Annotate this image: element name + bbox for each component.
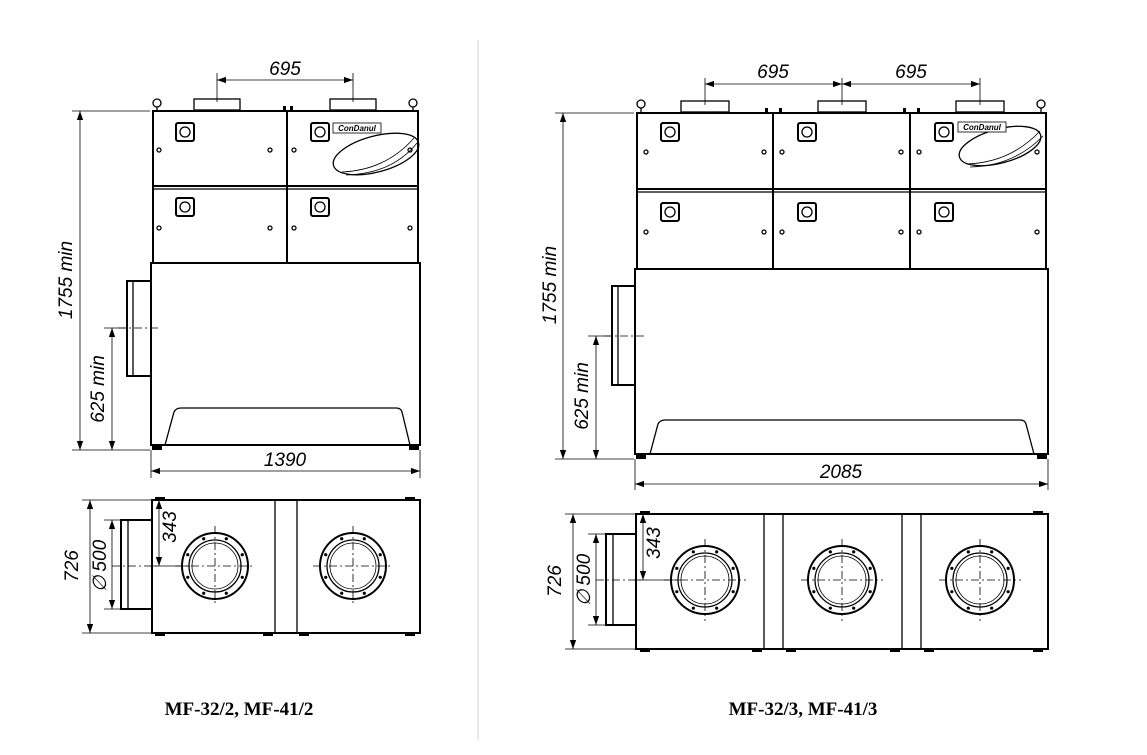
bolt-hole xyxy=(691,550,695,554)
bolt-hole xyxy=(990,550,994,554)
bolt-hole xyxy=(675,566,679,570)
brand-logo: ConDanul xyxy=(332,122,420,176)
bolt-hole xyxy=(828,606,832,610)
brand-logo-text: ConDanul xyxy=(963,123,1002,132)
bolt-hole xyxy=(202,591,206,595)
bolt-hole xyxy=(362,537,366,541)
bolt-hole xyxy=(966,606,970,610)
right-dim-diameter: ∅500 xyxy=(574,553,595,606)
bolt-hole xyxy=(852,606,856,610)
bolt-hole xyxy=(691,606,695,610)
right-dim-width: 2085 xyxy=(819,462,863,483)
brand-logo-text: ConDanul xyxy=(338,124,377,133)
right-dim-depth: 726 xyxy=(545,565,566,597)
bolt-hole xyxy=(990,606,994,610)
right-dim-top-1: 695 xyxy=(757,62,789,83)
bolt-hole xyxy=(378,575,382,579)
bolt-hole xyxy=(868,590,872,594)
left-caption: MF-32/2, MF-41/2 xyxy=(165,699,314,720)
right-top-view: 343 ∅500 726 MF-32/3, MF-41/3 xyxy=(545,511,1049,720)
bolt-hole xyxy=(186,575,190,579)
flange-bolts xyxy=(186,537,1010,610)
bolt-hole xyxy=(224,591,228,595)
left-dim-diameter: ∅500 xyxy=(90,539,111,592)
bolt-hole xyxy=(240,553,244,557)
left-dim-depth: 726 xyxy=(62,550,83,582)
bolt-hole xyxy=(950,566,954,570)
left-dim-duct-height: 625 min xyxy=(88,355,109,423)
bolt-hole xyxy=(362,591,366,595)
bolt-hole xyxy=(186,553,190,557)
bolt-hole xyxy=(715,606,719,610)
left-dim-offset: 343 xyxy=(160,511,181,543)
bolt-hole xyxy=(675,590,679,594)
bolt-hole xyxy=(812,590,816,594)
right-caption: MF-32/3, MF-41/3 xyxy=(729,699,878,720)
bolt-hole xyxy=(731,566,735,570)
bolt-hole xyxy=(731,590,735,594)
bolt-hole xyxy=(324,575,328,579)
bolt-hole xyxy=(966,550,970,554)
right-front-view: 695 695 xyxy=(540,62,1049,490)
left-dim-top: 695 xyxy=(269,59,301,80)
bolt-hole xyxy=(340,537,344,541)
right-dim-top-2: 695 xyxy=(895,62,927,83)
left-front-view: 695 ConDa xyxy=(56,59,421,478)
bolt-hole xyxy=(828,550,832,554)
bolt-hole xyxy=(812,566,816,570)
bolt-hole xyxy=(1006,590,1010,594)
bolt-hole xyxy=(868,566,872,570)
bolt-hole xyxy=(340,591,344,595)
right-dim-offset: 343 xyxy=(644,527,665,559)
bolt-hole xyxy=(1006,566,1010,570)
left-dim-width: 1390 xyxy=(264,450,307,471)
bolt-hole xyxy=(378,553,382,557)
right-dim-duct-height: 625 min xyxy=(572,362,593,430)
bolt-hole xyxy=(950,590,954,594)
bolt-hole xyxy=(240,575,244,579)
bolt-hole xyxy=(324,553,328,557)
bolt-hole xyxy=(715,550,719,554)
bolt-hole xyxy=(852,550,856,554)
right-dim-height: 1755 min xyxy=(540,246,561,324)
left-dim-height: 1755 min xyxy=(56,241,77,319)
bolt-hole xyxy=(224,537,228,541)
left-top-view: 343 ∅500 726 MF-32/2, MF-41/2 xyxy=(62,497,421,720)
bolt-hole xyxy=(202,537,206,541)
brand-logo: ConDanul xyxy=(957,121,1044,168)
